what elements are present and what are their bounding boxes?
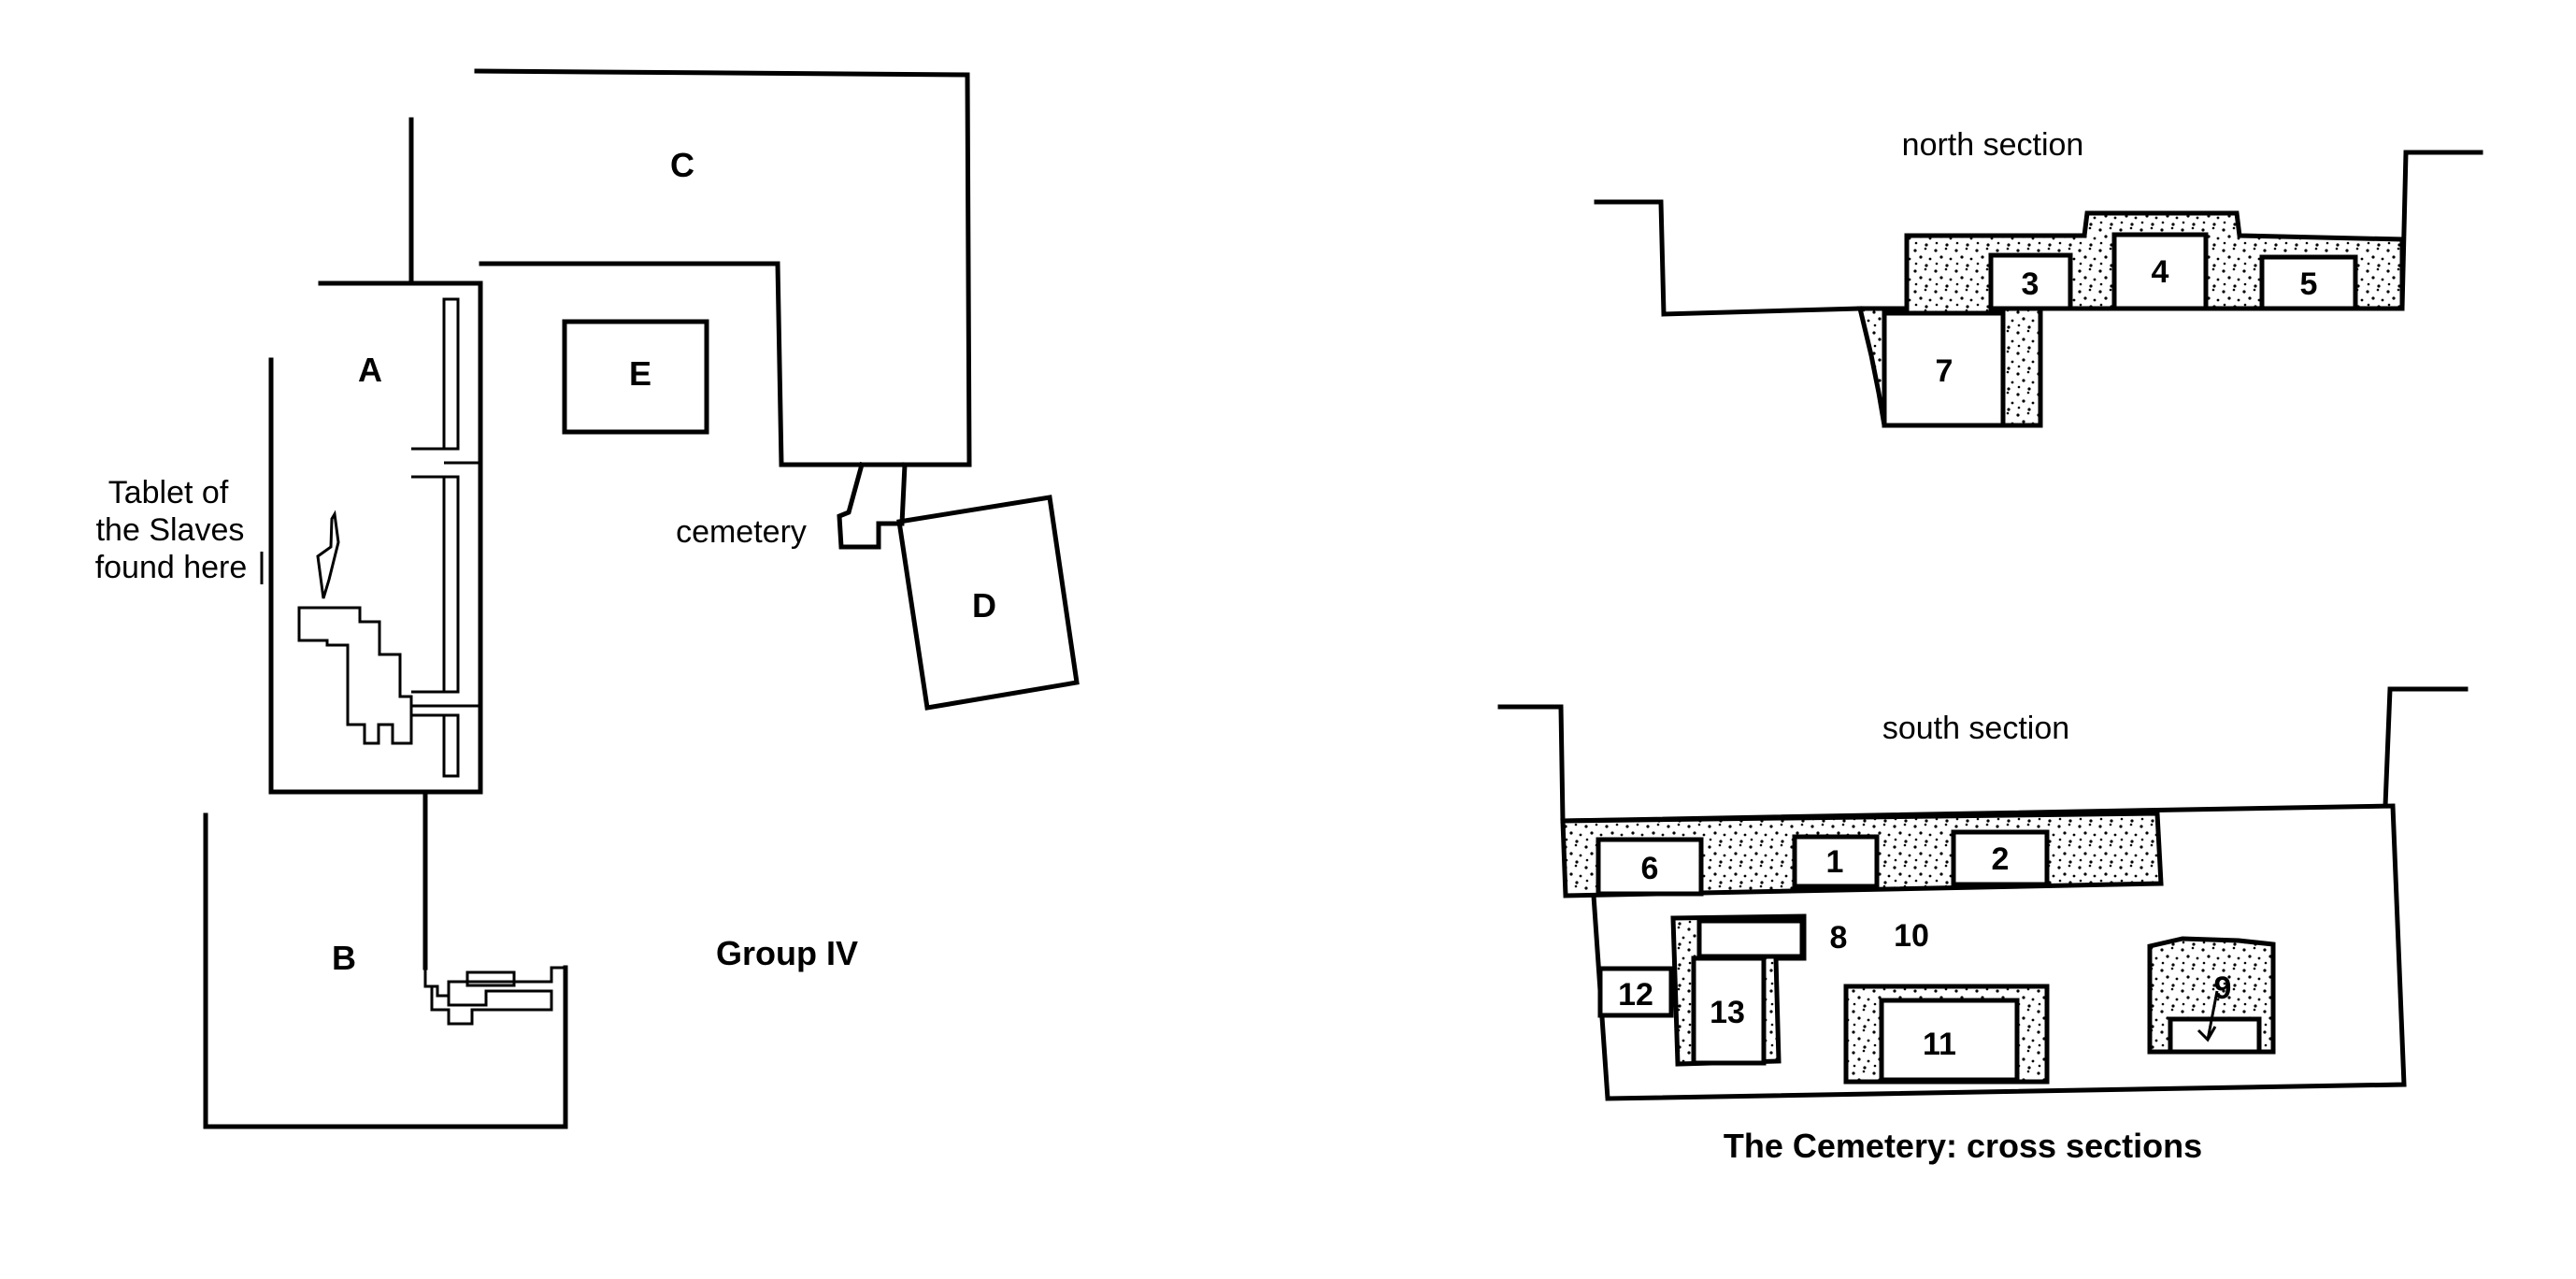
grave-10-label: 10 — [1894, 918, 1929, 954]
building-a-corridor-lines — [411, 447, 480, 717]
north-section-title: north section — [1902, 127, 2084, 163]
group-label: Group IV — [716, 934, 858, 972]
south-pit-outline — [1560, 803, 2407, 1101]
section-caption: The Cemetery: cross sections — [1724, 1127, 2202, 1165]
north-grave-4 — [2111, 232, 2209, 311]
grave-2-label: 2 — [1992, 841, 2010, 877]
site-plan: C A E D B Tablet of the Slaves found her… — [95, 68, 1080, 1129]
south-ground-line — [1497, 686, 2469, 824]
building-b-interior — [423, 966, 565, 1026]
south-grave-8 — [1696, 918, 1805, 959]
building-c-walls — [474, 68, 972, 467]
grave-4-label: 4 — [2152, 254, 2169, 290]
south-grave-9 — [2168, 1016, 2262, 1055]
grave-5-label: 5 — [2300, 266, 2318, 302]
label-c: C — [670, 146, 694, 184]
grave-12-label: 12 — [1618, 977, 1653, 1013]
south-grave-13 — [1691, 956, 1767, 1066]
north-grave-7 — [1882, 310, 2006, 428]
building-a-walls — [268, 280, 483, 795]
north-grave-3 — [1988, 252, 2073, 311]
grave-7-label: 7 — [1936, 353, 1953, 389]
label-d: D — [972, 586, 996, 625]
north-grave-5 — [2259, 254, 2358, 311]
grave-6-label: 6 — [1641, 851, 1659, 886]
grave-8-label: 8 — [1830, 920, 1848, 956]
grave-1-label: 1 — [1826, 844, 1844, 880]
building-a-interior-rooms — [297, 606, 413, 745]
label-e: E — [629, 354, 651, 393]
building-a-corridor — [442, 297, 460, 778]
south-grave-1 — [1792, 834, 1880, 889]
grave-3-label: 3 — [2022, 266, 2039, 302]
tablet-findspot — [316, 510, 340, 599]
tablet-note-line3: found here — [95, 550, 248, 585]
south-grave-2 — [1951, 829, 2050, 887]
label-b: B — [332, 939, 356, 977]
tablet-note-line1: Tablet of — [108, 475, 229, 510]
south-grave-6 — [1596, 837, 1704, 897]
building-d — [896, 495, 1080, 711]
tablet-note-line2: the Slaves — [96, 512, 245, 548]
south-grave-11 — [1879, 998, 2020, 1083]
north-section: north section 3 4 5 7 — [1594, 127, 2483, 428]
south-section-title: south section — [1882, 711, 2069, 746]
grave-9-arrow — [2197, 990, 2219, 1042]
cemetery-label: cemetery — [676, 514, 807, 550]
grave-11-label: 11 — [1923, 1027, 1956, 1062]
cemetery-plot — [837, 461, 908, 550]
south-section: south section 6 1 2 8 10 13 12 11 9 The … — [1497, 686, 2469, 1165]
label-a: A — [358, 351, 382, 389]
building-b-walls — [203, 812, 568, 1129]
grave-9-label: 9 — [2214, 970, 2232, 1006]
building-b-small-room — [465, 970, 516, 987]
grave-13-label: 13 — [1710, 995, 1745, 1030]
room-e — [562, 319, 709, 435]
south-grave-12 — [1597, 966, 1674, 1018]
